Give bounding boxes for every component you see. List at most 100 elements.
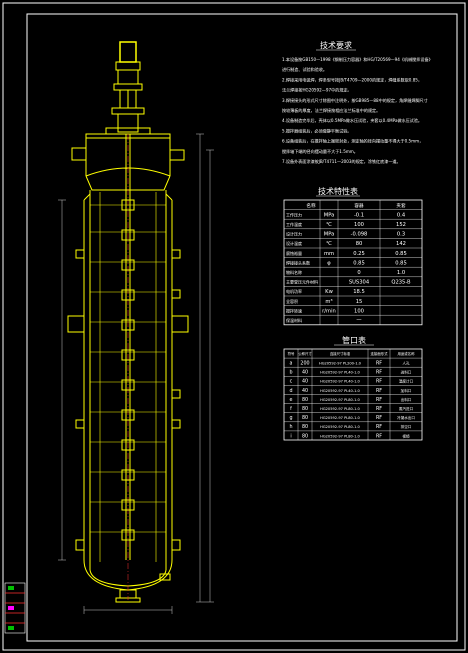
nozzle-cell: RF [376,406,382,412]
spec-cell: -0.1 [354,212,364,218]
spec-cell: m³ [325,299,332,305]
nozzle-cell: g [289,416,292,421]
nozzle-cell: 进料口 [401,370,412,375]
blade-hub [121,499,135,511]
spec-header-cell: 容器 [354,202,364,209]
tech-req-line: 3.焊接接头的形式尺寸除图中注明外，按GB985—88中的规定，角焊缝焊脚尺寸 [282,97,428,103]
blade-hub [121,469,135,481]
spec-cell: 设计温度 [286,240,302,246]
tech-req-line: 按较薄板的厚度，法兰焊接按相应法兰标准中的规定。 [282,107,380,113]
nozzle-cell: RF [376,361,382,367]
spec-cell: 100 [354,222,364,228]
spec-cell: 0.85 [395,251,407,257]
spec-cell: 保温材料 [286,317,302,323]
nozzle-cell: HG20592-97 PL80-1.0 [320,398,360,402]
nozzle-cell: HG20592-97 PL40-1.0 [320,371,360,375]
spec-cell: 0.3 [397,232,405,238]
nozzle-cell: 加料口 [401,388,412,393]
tech-req-line: 5.搅拌器组装后，必须做静平衡试验。 [282,127,351,133]
spec-cell: 0.85 [395,260,407,266]
nozzle-cell: 80 [302,415,308,421]
nozzle-cell: d [289,388,292,394]
spec-cell: 电机功率 [286,288,302,294]
tech-req-line: 2.焊接采用电弧焊，焊条型号按JB/T4709—2000的规定，焊缝系数取0.8… [282,76,422,82]
nozzle-cell: 冷凝水出口 [397,415,415,420]
nozzle-cell: 40 [302,370,308,376]
spec-cell: MPa [324,232,335,238]
nozzle-cell: 80 [302,406,308,412]
nozzle-cell: h [289,424,292,430]
tech-req-line: 进行制造、试验和验收。 [282,66,327,72]
dimension-lines [58,133,214,614]
nozzle-cell: RF [376,388,382,394]
spec-cell: ℃ [326,222,332,228]
spec-cell: mm [324,251,334,257]
spec-title: 技术特性表 [318,186,358,196]
nozzle-cell: 80 [302,433,308,439]
nozzle-cell: HG20592-97 PL200-1.0 [319,362,362,366]
spec-cell: 焊接接头系数 [286,259,310,265]
blade-hub [121,379,135,391]
spec-cell: SUS304 [349,280,370,286]
spec-cell: φ [327,260,331,266]
spec-cell: MPa [324,212,335,218]
nozzle-header-cell: 连接尺寸标准 [330,351,351,356]
spec-cell: 142 [396,241,406,247]
spec-cell: 1.0 [397,270,405,276]
tech-req-title: 技术要求 [320,40,352,50]
nozzle-cell: HG20592-97 PL40-1.0 [320,389,360,393]
spec-cell: 工作温度 [286,221,302,227]
nozzle-cell: 80 [302,397,308,403]
nozzle-header-cell: 连接面形式 [371,351,389,356]
tech-req-line: 搅拌轴下端的径向摆动量不大于1.5mm。 [282,148,358,154]
blade-hub [121,259,135,271]
spec-cell: 0.85 [353,260,365,266]
spec-header-cell: 名称 [306,202,316,209]
nozzle-cell: 40 [302,388,308,394]
spec-cell: r/min [322,308,336,314]
agitator-blades [121,199,135,541]
spec-cell: -0.098 [351,232,368,238]
nozzle-cell: 人孔 [402,361,410,366]
nozzle-cell: 出料口 [401,397,412,402]
spec-cell: 物料名称 [286,269,302,275]
nozzle-cell: RF [376,433,382,439]
nozzle-cell: RF [376,379,382,385]
nozzle-cell: RF [376,397,382,403]
nozzle-cell: RF [376,415,382,421]
spec-cell: Q235-B [391,280,411,286]
spec-cell: 设计压力 [286,231,302,237]
nozzle-cell: e [290,398,293,403]
nozzle-header-cell: 公称尺寸 [298,351,312,356]
spec-cell: 工作压力 [286,211,302,217]
blade-hub [121,349,135,361]
spec-cell: 一 [356,318,361,324]
nozzle-header-cell: 用途或名称 [398,351,416,356]
nozzle-cell: c [290,380,293,385]
blade-hub [121,529,135,541]
spec-header-cell: 夹套 [396,202,406,209]
nozzle-cell: 40 [302,379,308,385]
spec-cell: 0.4 [397,212,406,218]
nozzle-cell: i [290,433,291,439]
blade-hub [121,319,135,331]
spec-cell: Kw [325,289,333,295]
nozzle-title: 管口表 [342,335,366,345]
tech-req-line: 法兰焊接按HG20592—97中的规定。 [282,87,352,93]
blade-hub [121,439,135,451]
spec-cell: 搅拌转速 [286,307,302,313]
nozzle-cell: 排空口 [401,424,412,429]
tech-req-line: 1.本设备按GB150—1998《钢制压力容器》和HG/T20569—94《机械… [282,56,433,62]
nozzle-cell: RF [376,370,382,376]
nozzle-cell: 视镜 [402,433,410,438]
nozzle-cell: 80 [302,424,308,430]
spec-cell: 18.5 [353,289,365,295]
nozzle-cell: HG20592-97 PL80-1.0 [320,434,360,438]
drive-motor [105,41,151,135]
nozzle-cell: HG20592-97 PL80-1.0 [320,416,360,420]
nozzle-cell: f [290,406,292,412]
nozzle-cell: a [290,362,293,367]
nozzle-cell: HG20592-97 PL80-1.0 [320,407,360,411]
spec-cell: 100 [354,308,364,314]
